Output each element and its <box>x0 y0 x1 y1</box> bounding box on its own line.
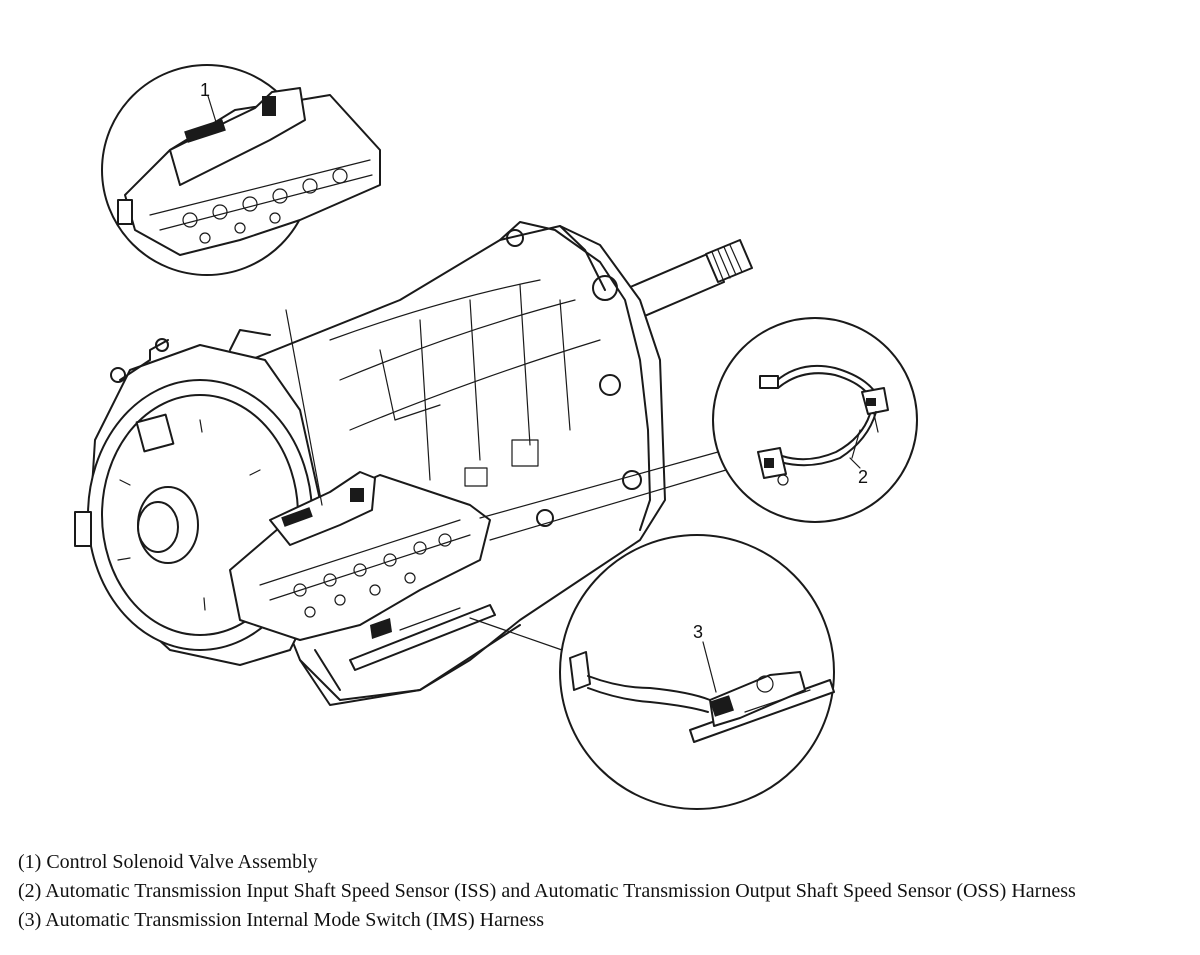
iss-oss-harness-detail <box>757 364 889 486</box>
control-solenoid-valve-assembly-detail <box>117 87 381 256</box>
legend-item-1: (1) Control Solenoid Valve Assembly <box>18 851 318 873</box>
leader-line-1 <box>285 309 323 506</box>
legend: (1) Control Solenoid Valve Assembly (2) … <box>18 848 1188 935</box>
transmission-diagram: 1 2 <box>74 64 918 810</box>
leader-line-3 <box>469 617 563 651</box>
leader-line-2a <box>479 451 719 519</box>
leader-line-2b <box>489 469 727 541</box>
ims-harness-detail <box>569 651 835 743</box>
valve-body <box>229 471 496 671</box>
legend-item-2: (2) Automatic Transmission Input Shaft S… <box>18 880 1076 902</box>
transmission-assembly <box>74 221 753 706</box>
detail-circle-3: 3 <box>559 534 835 810</box>
detail-circle-2: 2 <box>712 317 918 523</box>
callout-number-2: 2 <box>858 467 868 487</box>
callout-number-3: 3 <box>693 622 703 642</box>
detail-circle-1: 1 <box>101 64 381 276</box>
callout-number-1: 1 <box>200 80 210 100</box>
legend-item-3: (3) Automatic Transmission Internal Mode… <box>18 909 545 931</box>
